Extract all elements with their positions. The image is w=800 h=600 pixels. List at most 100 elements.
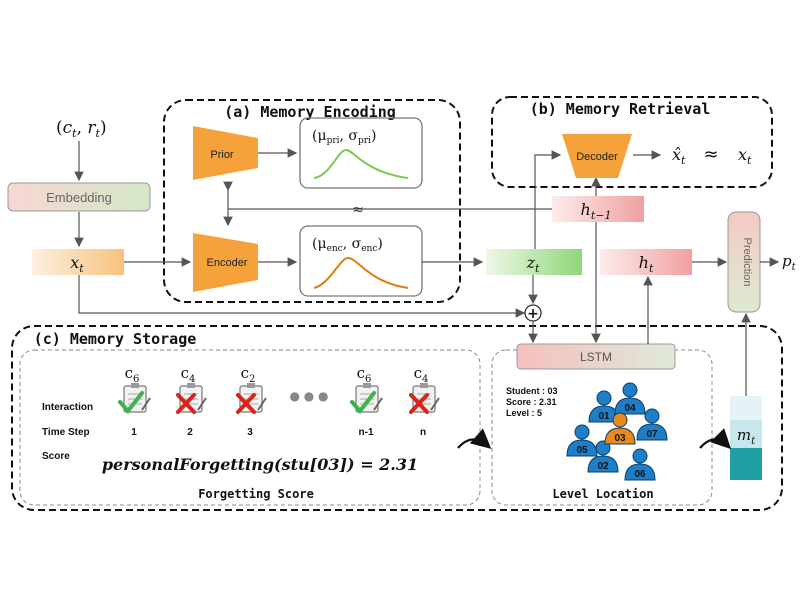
h-prev-label: ht−1 [581, 200, 612, 222]
student-node-label: 01 [598, 411, 610, 422]
pencil-icon [430, 397, 440, 411]
prediction-label: Prediction [741, 238, 753, 287]
time-step-value: n [420, 427, 426, 438]
checkmark-icon [118, 391, 144, 415]
cross-icon [176, 393, 196, 414]
row-time-step: Time Step [42, 427, 90, 438]
time-step-value: 3 [247, 427, 253, 438]
concept-item: c4 n [409, 364, 440, 438]
pencil-icon [197, 397, 207, 411]
encoder-label: Encoder [207, 257, 248, 269]
person-icon [614, 397, 646, 415]
prior-distribution-box [299, 117, 423, 189]
plus-symbol: + [527, 306, 539, 322]
prior-label: Prior [210, 149, 234, 161]
forgetting-formula: personalForgetting(stu[03]) = 2.31 [102, 455, 418, 474]
x-t-vector [32, 249, 124, 275]
h-t-label: ht [639, 253, 654, 275]
z-t-label: zt [526, 253, 540, 275]
person-icon [587, 455, 619, 473]
student-node: 03 [604, 412, 636, 445]
row-score: Score [42, 451, 70, 462]
m-t-top [730, 396, 762, 420]
approx-symbol: ≈ [352, 202, 364, 218]
lstm-label: LSTM [580, 350, 612, 364]
lstm-box [516, 343, 676, 370]
forgetting-score-box [19, 349, 481, 506]
student-node-label: 06 [634, 469, 646, 480]
retrieval-approx: ≈ [703, 144, 718, 165]
person-icon [604, 427, 636, 445]
person-icon [624, 463, 656, 481]
p-t-label: pt [782, 252, 797, 273]
concept-item: c2 3 [236, 364, 267, 438]
h-prev-vector [552, 196, 644, 222]
svg-text:(ct, rt): (ct, rt) [56, 118, 107, 140]
cross-icon [236, 393, 256, 414]
memory-storage-box [11, 325, 783, 511]
student-line: Student : 03 [506, 386, 558, 396]
student-node-label: 04 [624, 403, 636, 414]
student-node: 01 [588, 390, 620, 423]
z-t-vector [486, 249, 582, 275]
concept-label: c2 [241, 364, 256, 385]
encoder-curve [313, 256, 409, 289]
decoder-block [562, 134, 632, 178]
memory-encoding-box [163, 99, 461, 303]
clip-icon [131, 383, 139, 388]
concept-label: c4 [414, 364, 429, 385]
pencil-icon [373, 397, 383, 411]
level-caption: Level Location [552, 487, 653, 501]
encoder-block [193, 233, 258, 292]
score-line: Score : 2.31 [506, 397, 557, 407]
memory-encoding-title: (a) Memory Encoding [224, 103, 396, 121]
encoder-dist-params: (μenc, σenc) [312, 236, 383, 254]
encoder-distribution-box [299, 225, 423, 297]
memory-retrieval-title: (b) Memory Retrieval [530, 100, 711, 118]
student-node: 02 [587, 440, 619, 473]
student-node-label: 02 [597, 461, 609, 472]
x-t-target-label: xt [738, 145, 752, 167]
forgetting-caption: Forgetting Score [198, 487, 314, 501]
clip-icon [363, 383, 371, 388]
input-pair: (ct, rt) [56, 118, 107, 140]
curve-arrow-1 [457, 428, 492, 449]
x-t-label: xt [70, 253, 84, 275]
student-node-label: 07 [646, 429, 658, 440]
student-node: 07 [636, 408, 668, 441]
prior-dist-params: (μpri, σpri) [312, 128, 376, 146]
time-step-value: n-1 [359, 427, 374, 438]
memory-storage-title: (c) Memory Storage [34, 330, 197, 348]
m-t-label: mt [737, 426, 756, 447]
concept-item: c42 [176, 364, 207, 438]
cross-icon [409, 393, 429, 414]
h-t-vector [600, 249, 692, 275]
x-hat-label: x̂t [672, 145, 686, 167]
concept-item: c6 n-1 [350, 364, 383, 438]
level-location-box [491, 349, 713, 506]
curve-arrow-2 [699, 428, 732, 450]
embedding-label: Embedding [46, 190, 112, 205]
level-line: Level : 5 [506, 408, 542, 418]
time-step-value: 1 [131, 427, 137, 438]
decoder-label: Decoder [576, 151, 618, 163]
concept-label: c4 [181, 364, 196, 385]
prior-curve [313, 148, 409, 179]
concept-label: c6 [357, 364, 372, 385]
m-t-bottom [730, 448, 762, 480]
embedding-box [7, 182, 151, 212]
clip-icon [420, 383, 428, 388]
checkmark-icon [350, 391, 376, 415]
clip-icon [187, 383, 195, 388]
concept-label: c6 [125, 364, 140, 385]
m-t-mid [730, 420, 762, 448]
interaction-sequence: c6 1 c42 c2 3 c6 n-1 c4 n [118, 364, 440, 438]
student-node-label: 03 [614, 433, 626, 444]
prior-block [193, 126, 258, 180]
clip-icon [247, 383, 255, 388]
row-interaction: Interaction [42, 402, 93, 413]
memory-retrieval-box [491, 96, 773, 188]
pencil-icon [257, 397, 267, 411]
